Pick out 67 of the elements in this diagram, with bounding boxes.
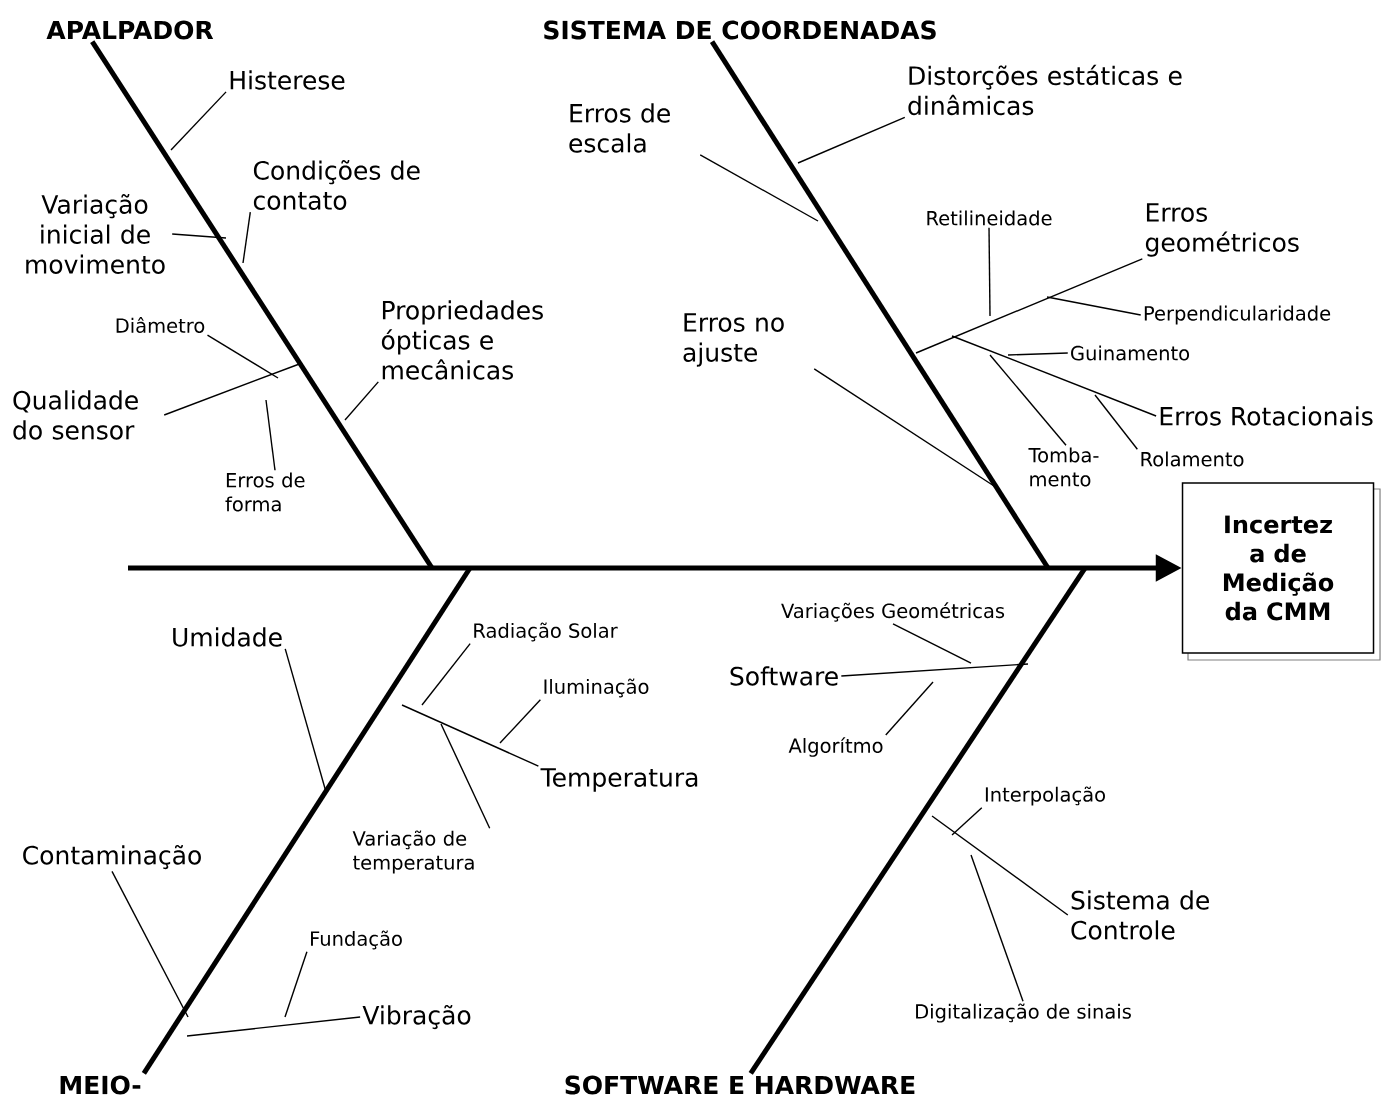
sub-cause-label: Rolamento [1141, 451, 1244, 467]
cause-label: Temperatura [540, 768, 698, 792]
leader-line [421, 642, 471, 706]
cause-label: Software [730, 666, 838, 686]
leader-line [111, 870, 189, 1018]
bone-line [141, 566, 473, 1075]
cause-label: Erros de escala [569, 103, 670, 153]
leader-line [401, 704, 540, 767]
leader-line [970, 854, 1024, 1002]
sub-cause-label: Diâmetro [116, 317, 205, 333]
sub-cause-label: Interpolação [985, 786, 1105, 806]
effect-box: Incertez a de Medição da CMM [1181, 482, 1381, 661]
leader-line [1007, 352, 1069, 356]
sub-cause-label: Retilineidade [927, 210, 1052, 226]
cause-label: Umidade [173, 627, 282, 647]
leader-line [813, 368, 995, 487]
leader-line [284, 950, 308, 1018]
leader-line [951, 335, 1157, 417]
cause-label: Distorções estáticas e dinâmicas [908, 64, 1182, 116]
sub-cause-label: Tomba- mento [1028, 447, 1099, 487]
leader-line [242, 211, 251, 264]
sub-cause-label: Perpendicularidade [1144, 305, 1331, 325]
bone-line [748, 566, 1088, 1075]
leader-line [440, 723, 491, 829]
leader-line [885, 681, 934, 736]
leader-line [915, 258, 1143, 354]
cause-label: Contaminação [23, 844, 201, 870]
leader-line [1046, 296, 1142, 316]
leader-line [699, 154, 819, 222]
leader-line [988, 227, 991, 317]
sub-cause-label: Erros de forma [225, 472, 305, 512]
leader-line [840, 663, 1029, 677]
cause-label: Erros geométricos [1145, 203, 1299, 257]
cause-label: Erros Rotacionais [1160, 406, 1373, 426]
cause-label: Condições de contato [253, 160, 420, 210]
leader-line [797, 116, 906, 164]
sub-cause-label: Variações Geométricas [781, 602, 1005, 622]
leader-line [171, 233, 227, 239]
category-heading: MEIO- [60, 1075, 141, 1095]
leader-line [186, 1016, 361, 1037]
sub-cause-label: Radiação Solar [474, 622, 618, 642]
cause-label: Propriedades ópticas e mecânicas [381, 300, 543, 380]
cause-label: Vibração [362, 1004, 471, 1030]
category-heading: APALPADOR [46, 20, 214, 40]
sub-cause-label: Variação de temperatura [352, 830, 474, 874]
cause-label: Variação inicial de movimento [26, 194, 165, 274]
leader-line [170, 91, 227, 151]
cause-label: Sistema de Controle [1071, 890, 1209, 940]
leader-line [989, 354, 1067, 446]
category-heading: SISTEMA DE COORDENADAS [544, 20, 936, 40]
leader-line [499, 698, 542, 744]
leader-line [1094, 394, 1139, 450]
leader-line [931, 815, 1069, 916]
sub-cause-label: Fundação [311, 930, 402, 950]
sub-cause-label: Guinamento [1071, 345, 1190, 361]
cause-label: Qualidade do sensor [13, 390, 138, 440]
cause-label: Erros no ajuste [683, 313, 784, 367]
cause-label: Histerese [230, 70, 345, 90]
leader-line [892, 623, 972, 664]
category-heading: SOFTWARE E HARDWARE [565, 1075, 915, 1095]
leader-line [951, 807, 983, 836]
leader-line [344, 381, 379, 421]
sub-cause-label: Algorítmo [788, 737, 883, 757]
sub-cause-label: Iluminação [544, 678, 649, 698]
leader-line [265, 399, 276, 471]
leader-line [206, 334, 279, 379]
sub-cause-label: Digitalização de sinais [916, 1003, 1131, 1023]
